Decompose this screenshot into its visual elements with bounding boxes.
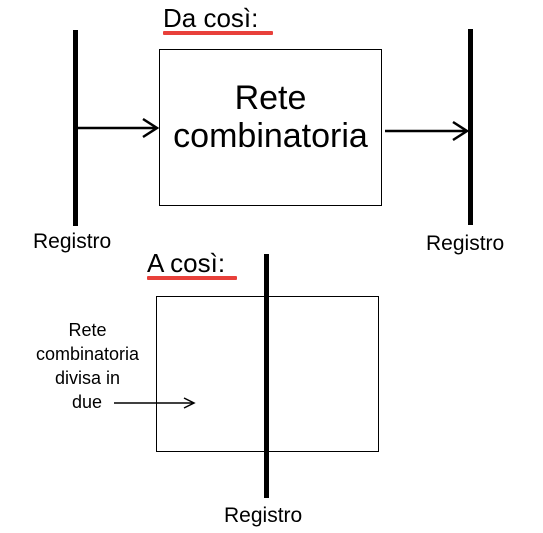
bottom-heading: A così: xyxy=(147,248,226,278)
bottom-heading-underline xyxy=(147,276,237,280)
split-network-note: Rete combinatoria divisa in xyxy=(20,318,155,390)
note-line-2: combinatoria xyxy=(35,344,140,364)
box-label-line1: Rete xyxy=(234,79,307,117)
left-register-label: Registro xyxy=(33,230,112,253)
note-line-4: due xyxy=(72,392,103,412)
right-register-bar xyxy=(468,29,473,225)
left-register-bar xyxy=(73,30,78,226)
input-arrow xyxy=(78,117,160,139)
combinational-network-box: Rete combinatoria xyxy=(159,49,382,206)
note-pointer-arrow xyxy=(114,397,196,409)
top-heading-underline xyxy=(163,31,273,35)
top-heading: Da così: xyxy=(163,3,259,33)
right-register-label: Registro xyxy=(426,232,505,255)
output-arrow xyxy=(385,120,470,142)
note-line-3: divisa in xyxy=(54,368,121,388)
box-label-line2: combinatoria xyxy=(173,117,368,155)
middle-register-label: Registro xyxy=(224,504,303,527)
middle-register-bar xyxy=(264,254,269,498)
note-line-1: Rete xyxy=(68,320,107,340)
